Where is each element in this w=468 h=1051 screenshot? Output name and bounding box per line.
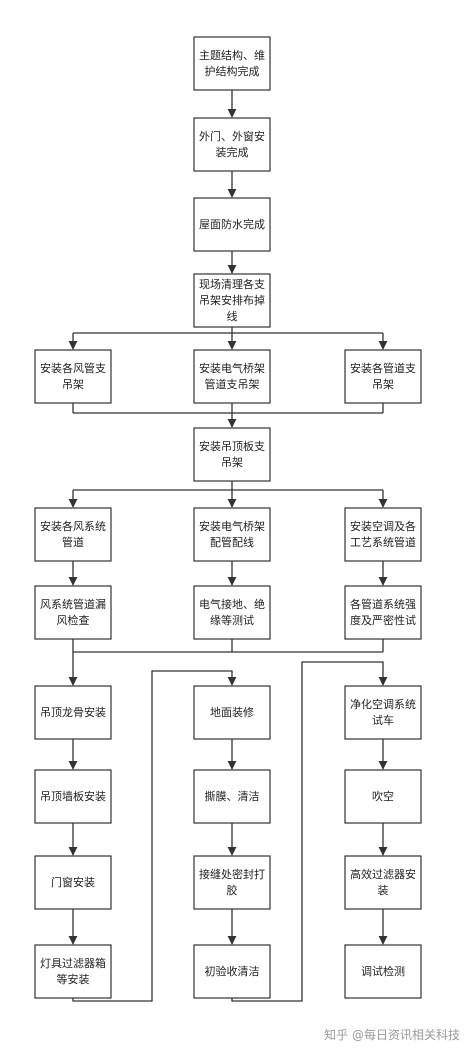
node-n4: 现场清理各支吊架安排布掉线	[199, 277, 265, 323]
box-n6	[193, 427, 271, 482]
node-c3d: 调试检测	[361, 964, 405, 978]
node-c2a: 地面装修	[210, 705, 254, 719]
node-c1d: 灯具过滤器箱等安装	[40, 956, 106, 986]
node-n8b: 电气接地、绝缘等测试	[199, 597, 265, 627]
node-n5a: 安装各风管支吊架	[40, 361, 106, 391]
watermark: 知乎 @每日资讯相关科技	[324, 1028, 460, 1042]
node-c2b: 撕膜、清洁	[204, 789, 260, 803]
node-n6: 安装吊顶板支吊架	[199, 439, 265, 469]
node-c1b: 吊顶墙板安装	[40, 789, 106, 803]
box-n7c	[344, 507, 422, 562]
node-n7c: 安装空调及各工艺系统管道	[350, 519, 416, 549]
node-c1c: 门窗安装	[51, 875, 95, 889]
box-c3d	[344, 944, 422, 999]
box-n3	[193, 197, 271, 252]
node-c3c: 高效过滤器安装	[350, 867, 416, 897]
box-c2c	[193, 855, 271, 910]
box-n2	[193, 117, 271, 172]
box-c2a	[193, 685, 271, 740]
node-c2d: 初验收清洁	[204, 964, 260, 978]
box-n5b	[193, 349, 271, 404]
node-n5c: 安装各管道支吊架	[350, 361, 416, 391]
node-n8c: 各管道系统强度及严密性试	[350, 597, 416, 627]
node-n2: 外门、外窗安装完成	[199, 129, 265, 159]
connector-merge-2	[72, 639, 384, 653]
connector-c1d-c2a	[72, 670, 237, 1002]
connector-merge-1	[72, 403, 384, 414]
node-n3: 屋面防水完成	[199, 217, 265, 231]
box-c1b	[34, 769, 112, 824]
box-c3b	[344, 769, 422, 824]
box-c3a	[344, 685, 422, 740]
connector-c2d-c3a	[231, 661, 388, 1002]
box-n8c	[344, 585, 422, 640]
box-c3c	[344, 855, 422, 910]
node-c3a: 净化空调系统试车	[350, 697, 416, 727]
node-c1a: 吊顶龙骨安装	[40, 705, 106, 719]
node-n8a: 风系统管道漏风检查	[40, 597, 106, 627]
box-n8a	[34, 585, 112, 640]
box-c2d	[193, 944, 271, 999]
connector-split-2	[73, 481, 383, 491]
node-n7b: 安装电气桥架配管配线	[199, 519, 265, 549]
box-c2b	[193, 769, 271, 824]
connector-split-1	[73, 327, 383, 334]
box-n1	[193, 36, 271, 91]
box-n4	[193, 273, 271, 328]
node-n1: 主题结构、维护结构完成	[199, 48, 265, 78]
node-c2c: 接缝处密封打胶	[199, 867, 265, 897]
node-n7a: 安装各风系统管道	[40, 519, 106, 549]
node-c3b: 吹空	[372, 789, 394, 803]
box-c1d	[34, 944, 112, 999]
box-c1c	[34, 855, 112, 910]
box-n7b	[193, 507, 271, 562]
node-n5b: 安装电气桥架管道支吊架	[199, 361, 265, 391]
